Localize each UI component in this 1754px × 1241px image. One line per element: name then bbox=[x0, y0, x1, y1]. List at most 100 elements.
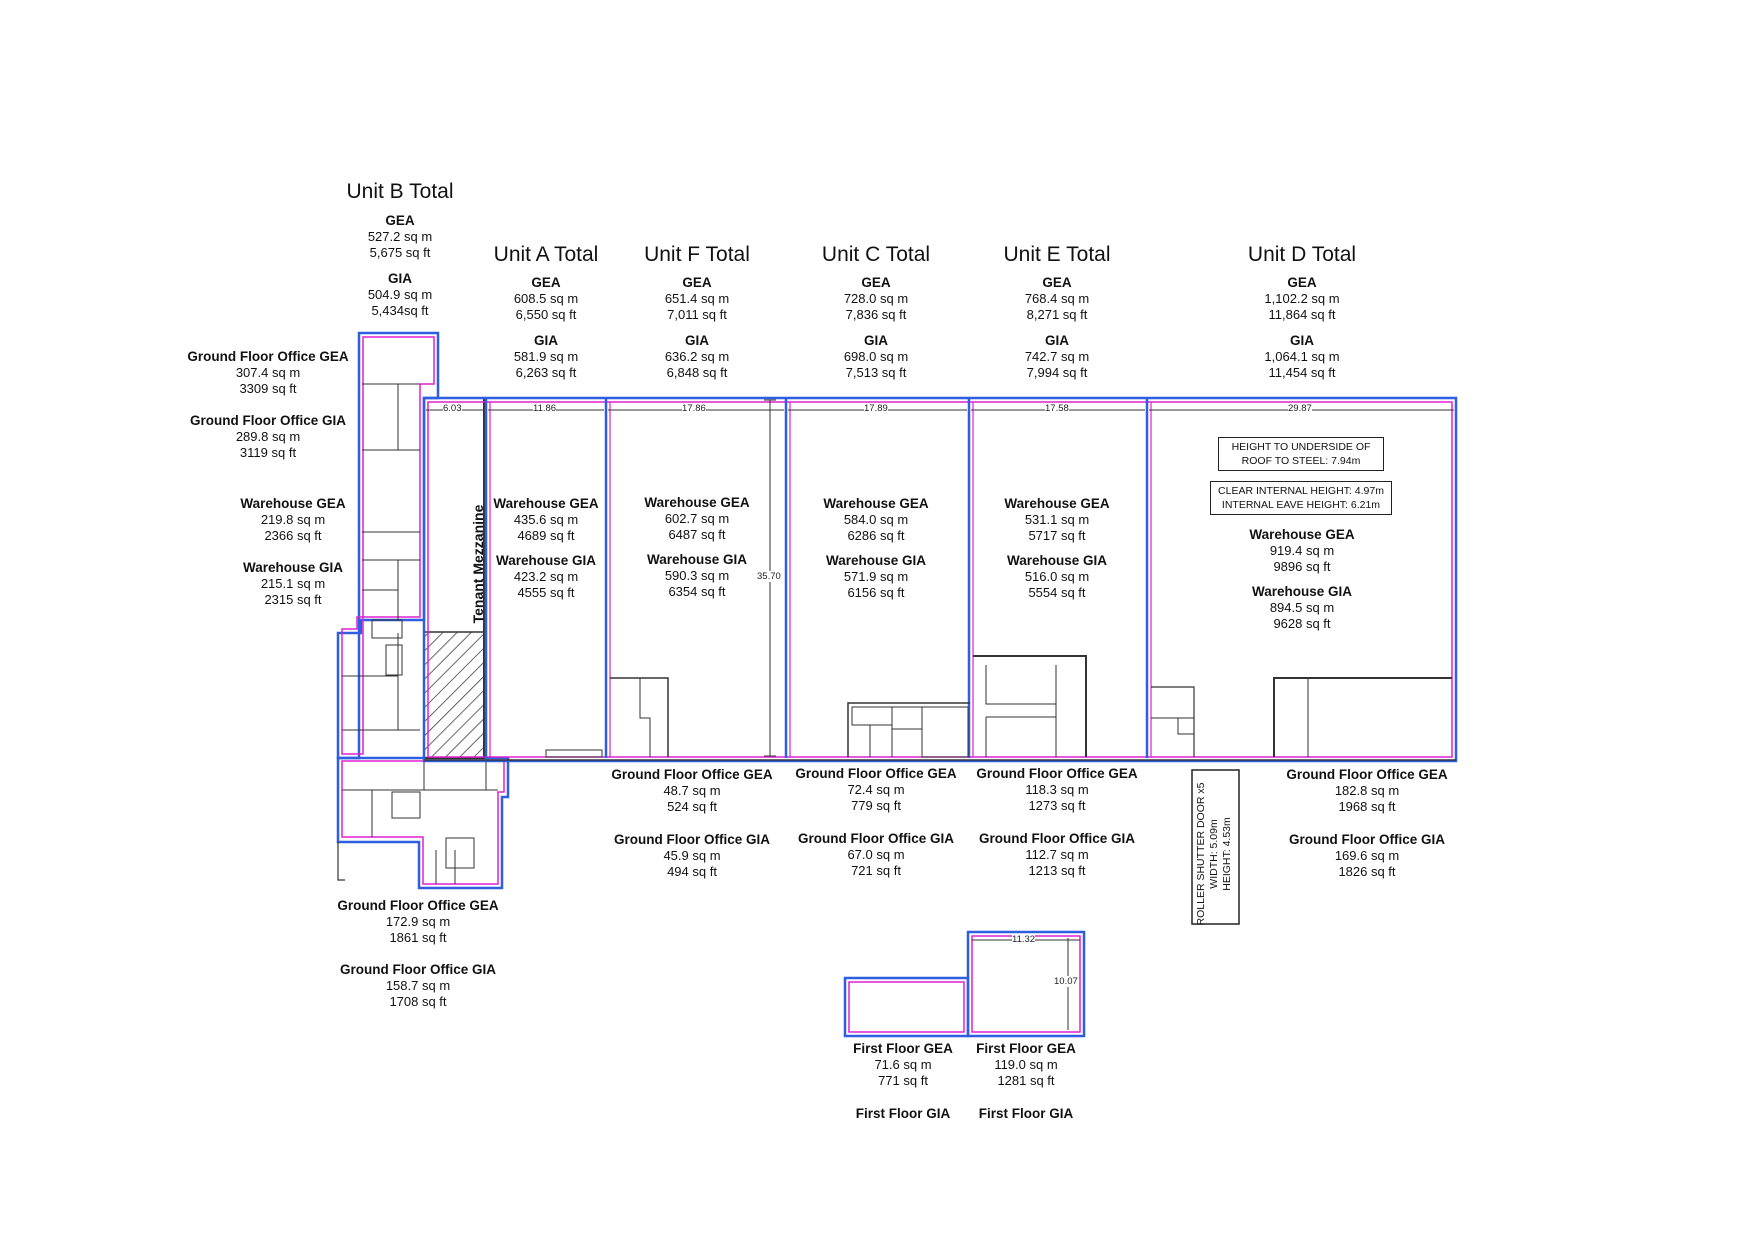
gf-office-gea-sqft: 1968 sq ft bbox=[1338, 799, 1396, 814]
gf-office-gea-sqft: 779 sq ft bbox=[851, 798, 901, 813]
unit-f-warehouse: Warehouse GEA 602.7 sq m 6487 sq ft Ware… bbox=[637, 495, 757, 600]
ff-gea-label: First Floor GEA bbox=[976, 1041, 1076, 1056]
sqft: 1708 sq ft bbox=[389, 994, 447, 1009]
gea-sqm: 608.5 sq m bbox=[513, 291, 579, 306]
warehouse-gia-sqm: 516.0 sq m bbox=[1024, 569, 1090, 584]
gia-sqft: 7,513 sq ft bbox=[845, 365, 907, 380]
unit-f-gf-office: Ground Floor Office GEA 48.7 sq m 524 sq… bbox=[602, 767, 782, 880]
warehouse-gia-sqft: 5554 sq ft bbox=[1028, 585, 1086, 600]
label: Ground Floor Office GEA bbox=[337, 898, 499, 913]
gf-office-gea-sqft: 1273 sq ft bbox=[1028, 798, 1086, 813]
note-line: INTERNAL EAVE HEIGHT: 6.21m bbox=[1221, 499, 1381, 511]
unit-b-lower-gf-office-gea: Ground Floor Office GEA 172.9 sq m 1861 … bbox=[328, 898, 508, 946]
unit-b-title: Unit B Total bbox=[346, 180, 454, 203]
ff-gea-sqm: 119.0 sq m bbox=[994, 1057, 1058, 1072]
sqm: 172.9 sq m bbox=[385, 914, 451, 929]
gea-sqm: 768.4 sq m bbox=[1024, 291, 1090, 306]
gea-sqft: 11,864 sq ft bbox=[1268, 307, 1336, 322]
gia-sqft: 6,263 sq ft bbox=[515, 365, 577, 380]
warehouse-gea-label: Warehouse GEA bbox=[1249, 527, 1355, 542]
gia-label: GIA bbox=[684, 333, 709, 348]
unit-e-warehouse: Warehouse GEA 531.1 sq m 5717 sq ft Ware… bbox=[997, 496, 1117, 601]
gea-label: GEA bbox=[861, 275, 891, 290]
ff-gia-label: First Floor GIA bbox=[855, 1106, 951, 1121]
warehouse-gea-sqft: 6487 sq ft bbox=[668, 527, 726, 542]
unit-e-title: Unit E Total bbox=[1003, 243, 1111, 266]
gf-office-gea-sqm: 182.8 sq m bbox=[1334, 783, 1400, 798]
dim-unit-d-width: 29.87 bbox=[1288, 403, 1312, 414]
warehouse-gia-sqm: 423.2 sq m bbox=[513, 569, 579, 584]
unit-d-title: Unit D Total bbox=[1247, 243, 1357, 266]
unit-e-first-floor: First Floor GEA 119.0 sq m 1281 sq ft Fi… bbox=[966, 1041, 1086, 1122]
unit-c-warehouse: Warehouse GEA 584.0 sq m 6286 sq ft Ware… bbox=[816, 496, 936, 601]
unit-d-gf-office: Ground Floor Office GEA 182.8 sq m 1968 … bbox=[1272, 767, 1462, 880]
unit-c-title: Unit C Total bbox=[821, 243, 931, 266]
unit-d-gia: GIA 1,064.1 sq m 11,454 sq ft bbox=[1237, 333, 1367, 381]
warehouse-gea-sqft: 9896 sq ft bbox=[1273, 559, 1331, 574]
label: Ground Floor Office GEA bbox=[187, 349, 349, 364]
gia-sqft: 5,434sq ft bbox=[371, 303, 429, 318]
gf-office-gia-label: Ground Floor Office GIA bbox=[1289, 832, 1445, 847]
gea-sqm: 651.4 sq m bbox=[664, 291, 730, 306]
gf-office-gea-sqm: 118.3 sq m bbox=[1025, 782, 1089, 797]
sqft: 2366 sq ft bbox=[264, 528, 322, 543]
gia-sqm: 581.9 sq m bbox=[513, 349, 579, 364]
unit-b-gf-office-gia: Ground Floor Office GIA 289.8 sq m 3119 … bbox=[178, 413, 358, 461]
gea-label: GEA bbox=[385, 213, 415, 228]
sqm: 307.4 sq m bbox=[235, 365, 301, 380]
gf-office-gia-label: Ground Floor Office GIA bbox=[798, 831, 954, 846]
gea-sqft: 6,550 sq ft bbox=[515, 307, 577, 322]
gf-office-gea-label: Ground Floor Office GEA bbox=[795, 766, 957, 781]
warehouse-block bbox=[422, 396, 1458, 763]
gea-sqm: 728.0 sq m bbox=[843, 291, 909, 306]
gia-label: GIA bbox=[1044, 333, 1069, 348]
sqft: 2315 sq ft bbox=[264, 592, 322, 607]
gea-label: GEA bbox=[682, 275, 712, 290]
sqm: 289.8 sq m bbox=[235, 429, 301, 444]
gia-label: GIA bbox=[387, 271, 412, 286]
unit-f-gia: GIA 636.2 sq m 6,848 sq ft bbox=[637, 333, 757, 381]
gea-label: GEA bbox=[1042, 275, 1072, 290]
gia-sqm: 742.7 sq m bbox=[1024, 349, 1090, 364]
warehouse-gea-label: Warehouse GEA bbox=[823, 496, 929, 511]
unit-b-gea: GEA 527.2 sq m 5,675 sq ft bbox=[340, 213, 460, 261]
warehouse-gia-label: Warehouse GIA bbox=[1006, 553, 1108, 568]
roller-shutter-note-box bbox=[1191, 769, 1240, 925]
sqft: 1861 sq ft bbox=[389, 930, 447, 945]
warehouse-gea-sqm: 531.1 sq m bbox=[1024, 512, 1090, 527]
unit-c-gea: GEA 728.0 sq m 7,836 sq ft bbox=[816, 275, 936, 323]
gia-sqft: 11,454 sq ft bbox=[1268, 365, 1336, 380]
gia-sqm: 636.2 sq m bbox=[664, 349, 730, 364]
gf-office-gea-sqm: 72.4 sq m bbox=[847, 782, 905, 797]
dim-mezz-width: 6.03 bbox=[443, 403, 462, 414]
warehouse-gea-label: Warehouse GEA bbox=[644, 495, 750, 510]
warehouse-gia-sqm: 894.5 sq m bbox=[1269, 600, 1335, 615]
gf-office-gea-label: Ground Floor Office GEA bbox=[1286, 767, 1448, 782]
sqm: 158.7 sq m bbox=[385, 978, 451, 993]
gea-label: GEA bbox=[1287, 275, 1317, 290]
gf-office-gia-sqm: 112.7 sq m bbox=[1025, 847, 1089, 862]
gf-office-gia-sqft: 721 sq ft bbox=[851, 863, 901, 878]
dim-building-depth: 35.70 bbox=[757, 571, 781, 582]
sqft: 3119 sq ft bbox=[239, 445, 297, 460]
gea-sqft: 8,271 sq ft bbox=[1026, 307, 1088, 322]
note-line: HEIGHT: 4.53m bbox=[1221, 817, 1233, 891]
warehouse-gia-sqft: 9628 sq ft bbox=[1273, 616, 1331, 631]
gia-sqm: 504.9 sq m bbox=[367, 287, 433, 302]
dim-ff-width: 11.32 bbox=[1012, 934, 1036, 945]
dim-unit-a-width: 11.86 bbox=[533, 403, 557, 414]
gea-sqm: 527.2 sq m bbox=[367, 229, 433, 244]
gf-office-gia-sqft: 494 sq ft bbox=[667, 864, 717, 879]
dim-unit-e-width: 17.58 bbox=[1045, 403, 1069, 414]
warehouse-gea-sqm: 435.6 sq m bbox=[513, 512, 579, 527]
unit-f-title: Unit F Total bbox=[644, 243, 750, 266]
ff-gea-sqm: 71.6 sq m bbox=[874, 1057, 932, 1072]
gf-office-gia-sqm: 169.6 sq m bbox=[1334, 848, 1400, 863]
gf-office-gia-label: Ground Floor Office GIA bbox=[979, 831, 1135, 846]
gia-label: GIA bbox=[533, 333, 558, 348]
unit-a-title: Unit A Total bbox=[493, 243, 599, 266]
note-line: ROLLER SHUTTER DOOR x5 bbox=[1195, 782, 1207, 926]
ff-gea-sqft: 1281 sq ft bbox=[997, 1073, 1055, 1088]
warehouse-gea-sqft: 4689 sq ft bbox=[517, 528, 575, 543]
unit-b-warehouse-gea: Warehouse GEA 219.8 sq m 2366 sq ft bbox=[228, 496, 358, 544]
